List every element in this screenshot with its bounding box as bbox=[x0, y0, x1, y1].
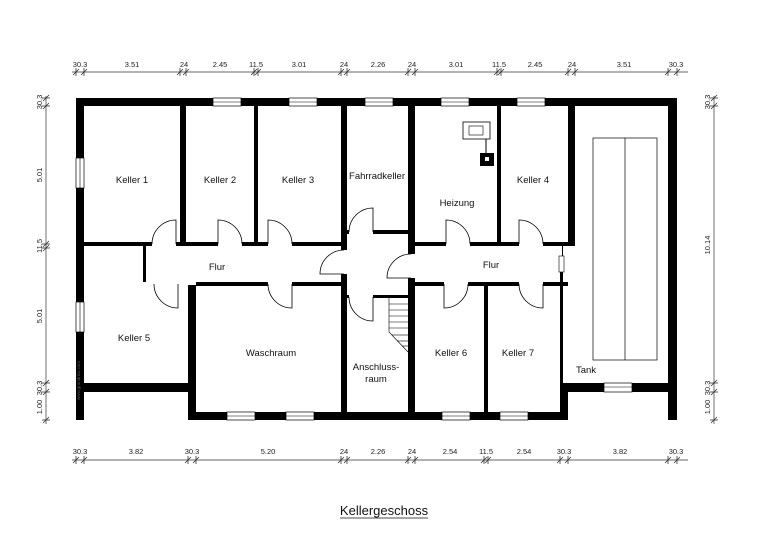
dim-top-8: 2.26 bbox=[371, 60, 386, 69]
dim-bottom-7: 24 bbox=[408, 447, 416, 456]
boiler-icon bbox=[462, 121, 494, 166]
dim-top-9: 24 bbox=[408, 60, 416, 69]
dim-top-6: 3.01 bbox=[292, 60, 307, 69]
dim-left-6: 1.00 bbox=[35, 400, 44, 415]
room-label-flur-right: Flur bbox=[483, 260, 499, 271]
dim-right-1: 30.3 bbox=[703, 95, 712, 110]
doors bbox=[151, 207, 565, 322]
dim-bottom-4: 5.20 bbox=[261, 447, 276, 456]
room-label-keller-4: Keller 4 bbox=[517, 175, 549, 186]
dimension-lines bbox=[42, 68, 718, 464]
dim-bottom-11: 30.3 bbox=[557, 447, 572, 456]
room-label-flur-left: Flur bbox=[209, 262, 225, 273]
plan-title: Kellergeschoss bbox=[340, 503, 429, 518]
dim-bottom-3: 30.3 bbox=[185, 447, 200, 456]
dim-left-2: 5.01 bbox=[35, 168, 44, 183]
room-labels: Keller 1 Keller 2 Keller 3 Fahrradkeller… bbox=[116, 171, 596, 385]
staircase bbox=[388, 298, 409, 353]
dimension-labels-left: 30.3 5.01 11.5 5.01 30.3 1.00 bbox=[35, 95, 44, 415]
dim-top-5: 11.5 bbox=[249, 60, 263, 69]
dim-bottom-1: 30.3 bbox=[73, 447, 88, 456]
dim-top-11: 11.5 bbox=[492, 60, 506, 69]
dim-top-14: 3.51 bbox=[617, 60, 632, 69]
room-label-keller-1: Keller 1 bbox=[116, 175, 148, 186]
dim-bottom-8: 2.54 bbox=[443, 447, 458, 456]
dim-top-4: 2.45 bbox=[213, 60, 228, 69]
dim-right-3: 30.3 bbox=[703, 381, 712, 396]
dim-left-1: 30.3 bbox=[35, 95, 44, 110]
room-label-keller-3: Keller 3 bbox=[282, 175, 314, 186]
dim-top-13: 24 bbox=[568, 60, 576, 69]
watermark: www.grundriss.com bbox=[76, 361, 81, 400]
dim-left-5: 30.3 bbox=[35, 381, 44, 396]
dim-top-12: 2.45 bbox=[528, 60, 543, 69]
dim-bottom-9: 11.5 bbox=[479, 447, 493, 456]
dimension-labels-right: 30.3 10.14 30.3 1.00 bbox=[703, 95, 712, 415]
dim-bottom-10: 2.54 bbox=[517, 447, 532, 456]
dimension-labels-bottom: 30.3 3.82 30.3 5.20 24 2.26 24 2.54 11.5… bbox=[73, 447, 684, 456]
dim-right-2: 10.14 bbox=[703, 236, 712, 255]
dim-left-3: 11.5 bbox=[35, 239, 44, 253]
dim-bottom-12: 3.82 bbox=[613, 447, 628, 456]
room-label-heizung: Heizung bbox=[440, 198, 475, 209]
dim-top-2: 3.51 bbox=[125, 60, 140, 69]
dim-bottom-6: 2.26 bbox=[371, 447, 386, 456]
room-label-keller-5: Keller 5 bbox=[118, 333, 150, 344]
dim-left-4: 5.01 bbox=[35, 309, 44, 324]
dim-bottom-2: 3.82 bbox=[129, 447, 144, 456]
dimension-labels-top: 30.3 3.51 24 2.45 11.5 3.01 24 2.26 24 3… bbox=[73, 60, 684, 69]
dim-top-10: 3.01 bbox=[449, 60, 464, 69]
dim-right-4: 1.00 bbox=[703, 400, 712, 415]
dim-bottom-5: 24 bbox=[340, 447, 348, 456]
room-label-anschlussraum-2: raum bbox=[365, 374, 387, 385]
room-label-keller-6: Keller 6 bbox=[435, 348, 467, 359]
room-label-fahrradkeller: Fahrradkeller bbox=[349, 171, 405, 182]
room-label-keller-2: Keller 2 bbox=[204, 175, 236, 186]
dim-top-7: 24 bbox=[340, 60, 348, 69]
room-label-tank: Tank bbox=[576, 365, 596, 376]
room-label-anschlussraum-1: Anschluss- bbox=[353, 362, 399, 373]
tank-icon bbox=[592, 137, 658, 361]
dim-top-3: 24 bbox=[180, 60, 188, 69]
windows bbox=[75, 97, 633, 421]
dim-bottom-13: 30.3 bbox=[669, 447, 684, 456]
room-label-keller-7: Keller 7 bbox=[502, 348, 534, 359]
room-label-waschraum: Waschraum bbox=[246, 348, 296, 359]
dim-top-1: 30.3 bbox=[73, 60, 88, 69]
dim-top-15: 30.3 bbox=[669, 60, 684, 69]
